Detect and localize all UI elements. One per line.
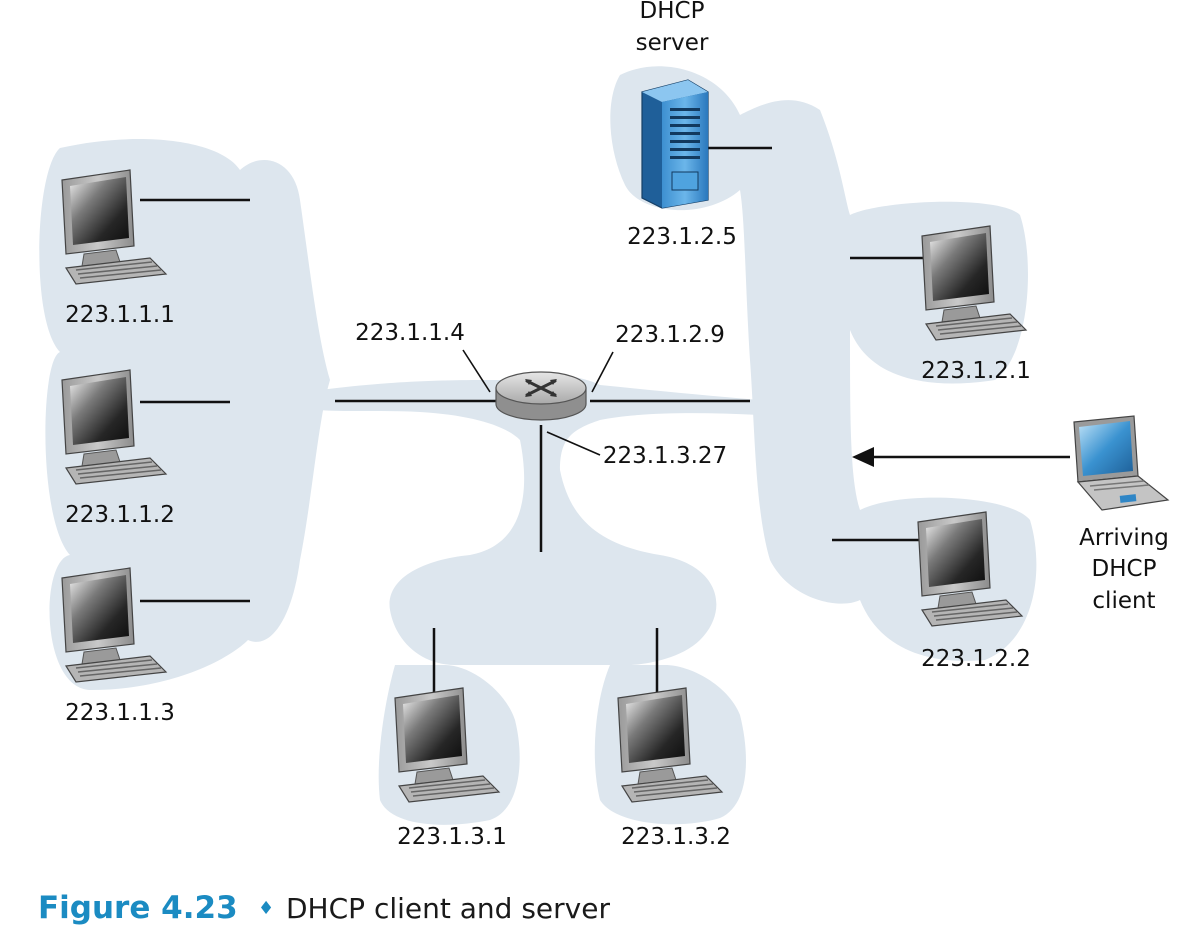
host-ip-label: 223.1.1.3 bbox=[65, 700, 175, 726]
host-ip-label: 223.1.3.1 bbox=[397, 824, 507, 850]
server-ip-label: 223.1.2.5 bbox=[627, 224, 737, 250]
arriving-client-label: DHCP bbox=[1092, 556, 1157, 582]
network-labels: DHCP server 223.1.2.5 223.1.1.1 223.1.1.… bbox=[65, 0, 1169, 850]
host-ip-label: 223.1.2.2 bbox=[921, 646, 1031, 672]
router-icon bbox=[495, 371, 587, 421]
wires bbox=[140, 146, 925, 700]
arriving-client-label: client bbox=[1092, 588, 1155, 614]
interface-leader-lines bbox=[462, 349, 614, 456]
laptop-icon bbox=[1073, 415, 1170, 511]
caption-text: DHCP client and server bbox=[286, 892, 610, 925]
host-ip-label: 223.1.1.1 bbox=[65, 302, 175, 328]
router-interface-label: 223.1.3.27 bbox=[603, 443, 727, 469]
dhcp-server-title: DHCP bbox=[640, 0, 705, 24]
dhcp-server-subtitle: server bbox=[636, 30, 709, 56]
caption-separator: ♦ bbox=[258, 898, 274, 919]
router-interface-label: 223.1.2.9 bbox=[615, 322, 725, 348]
arrival-arrow bbox=[852, 447, 1070, 467]
router-interface-label: 223.1.1.4 bbox=[355, 320, 465, 346]
host-ip-label: 223.1.2.1 bbox=[921, 358, 1031, 384]
server-icon bbox=[641, 79, 709, 209]
host-ip-label: 223.1.3.2 bbox=[621, 824, 731, 850]
arriving-client-label: Arriving bbox=[1079, 525, 1169, 551]
host-ip-label: 223.1.1.2 bbox=[65, 502, 175, 528]
figure-caption: Figure 4.23 ♦ DHCP client and server bbox=[38, 890, 610, 926]
caption-figure-number: Figure 4.23 bbox=[38, 890, 238, 926]
subnet-223-1-2-cloud bbox=[610, 66, 1037, 661]
